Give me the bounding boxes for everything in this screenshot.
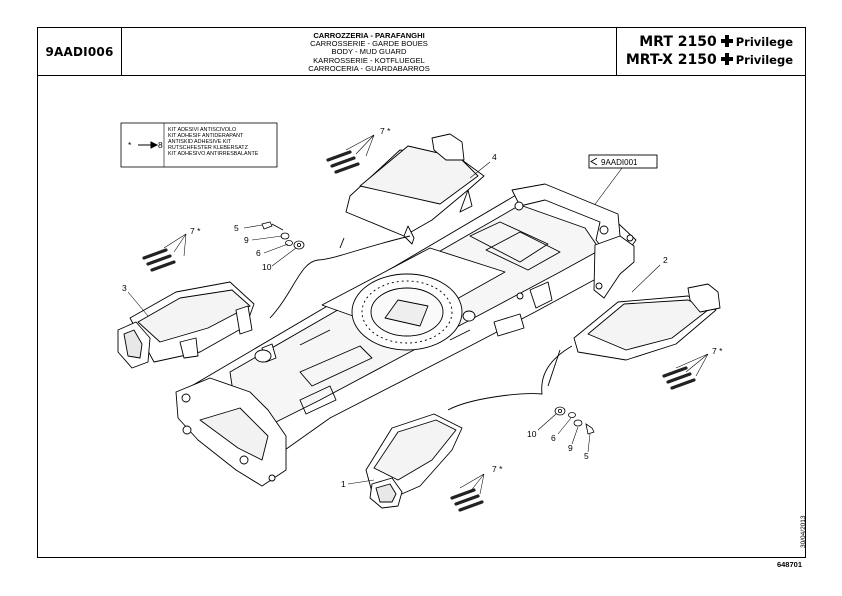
- callout-part-2: 2: [663, 255, 668, 265]
- callout-bottom-6: 6: [551, 433, 556, 443]
- mudguard-2[interactable]: [573, 283, 721, 361]
- callout-bottom-5: 5: [584, 451, 589, 461]
- antiskid-stripes-top: [326, 150, 360, 174]
- title-en: BODY - MUD GUARD: [331, 47, 407, 57]
- mudguard-4[interactable]: [345, 133, 485, 245]
- figure-number: 648701: [776, 560, 802, 569]
- callout-top-9: 9: [244, 235, 249, 245]
- sheet-code: 9AADI006: [45, 44, 114, 59]
- callout-part-4: 4: [492, 152, 497, 162]
- title-de: KARROSSERIE - KOTFLUEGEL: [313, 55, 425, 65]
- callout-kit-right: 7 *: [712, 346, 723, 356]
- callout-part-1: 1: [341, 479, 346, 489]
- drawing-sheet: 9AADI006 CARROZZERIA - PARAFANGHI CARROS…: [37, 27, 806, 558]
- title-fr: CARROSSERIE - GARDE BOUES: [310, 39, 428, 49]
- revision-date: 30/04/2013: [800, 515, 807, 548]
- kit-line-it: KIT ADESIVI ANTISCIVOLO: [168, 127, 236, 133]
- kit-ref: 8: [158, 140, 163, 150]
- sheet-code-cell: 9AADI006: [38, 28, 122, 75]
- hardware-bottom: [554, 406, 595, 435]
- mudguard-3[interactable]: [117, 281, 255, 369]
- connection-curves: [269, 235, 573, 411]
- callout-part-3: 3: [122, 283, 127, 293]
- model-name-1: MRT 2150: [639, 34, 717, 50]
- model-line-2: MRT-X 2150 Privilege: [617, 51, 793, 69]
- kit-star: *: [128, 140, 132, 150]
- antiskid-stripes-left: [142, 248, 176, 272]
- callout-kit-bottom: 7 *: [492, 464, 503, 474]
- model-name-2: MRT-X 2150: [625, 52, 717, 68]
- callout-top-10: 10: [262, 262, 272, 272]
- kit-line-en: ANTISKID ADHESIVE KIT: [168, 139, 232, 145]
- callout-kit-top: 7 *: [380, 126, 391, 136]
- cross-ref-code: 9AADI001: [601, 158, 638, 167]
- chassis-frame: [175, 183, 637, 487]
- title-cell: CARROZZERIA - PARAFANGHI CARROSSERIE - G…: [122, 28, 617, 75]
- callout-top-5: 5: [234, 223, 239, 233]
- antiskid-stripes-right: [662, 366, 696, 390]
- title-block: 9AADI006 CARROZZERIA - PARAFANGHI CARROS…: [38, 28, 805, 76]
- hardware-top: [261, 221, 305, 250]
- callout-bottom-10: 10: [527, 429, 537, 439]
- mudguard-1[interactable]: [365, 413, 463, 509]
- cross-reference-tag[interactable]: 9AADI001: [588, 154, 658, 208]
- plus-icon: [720, 53, 733, 65]
- arrow-left-icon: [590, 157, 598, 166]
- callout-kit-left: 7 *: [190, 226, 201, 236]
- model-suffix-1: Privilege: [735, 35, 793, 49]
- callout-bottom-9: 9: [568, 443, 573, 453]
- antiskid-stripes-bottom: [450, 488, 484, 512]
- title-it: CARROZZERIA - PARAFANGHI: [313, 31, 425, 40]
- plus-icon: [720, 35, 733, 47]
- model-line-1: MRT 2150 Privilege: [617, 33, 793, 51]
- model-suffix-2: Privilege: [735, 53, 793, 67]
- arrow-right-icon: [138, 141, 159, 149]
- kit-line-es: KIT ADHESIVO ANTIRRESBALANTE: [168, 151, 259, 157]
- kit-line-fr: KIT ADHESIF ANTIDERAPANT: [168, 133, 244, 139]
- kit-line-de: RUTSCHFESTER KLEBERSATZ: [168, 145, 249, 151]
- callout-top-6: 6: [256, 248, 261, 258]
- kit-legend-box: * 8 KIT ADESIVI ANTISCIVOLO KIT ADHESIF …: [120, 122, 278, 168]
- title-es: CARROCERIA - GUARDABARROS: [308, 63, 430, 73]
- leader-lines: [127, 134, 709, 495]
